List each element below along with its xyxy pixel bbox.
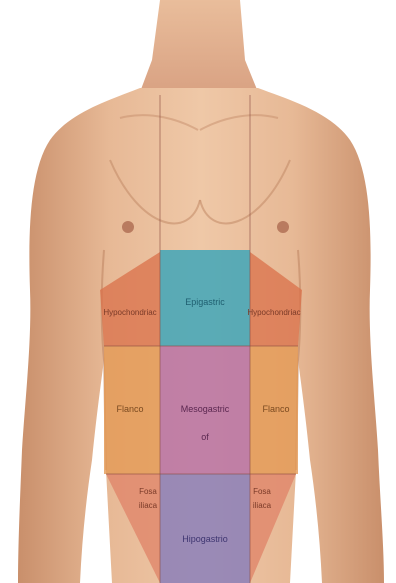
label-iliac-left-2: iliaca	[253, 501, 272, 510]
label-iliac-right-2: iliaca	[139, 501, 158, 510]
nipple-left	[277, 221, 289, 233]
label-umbilical-2: of	[201, 432, 209, 442]
label-iliac-left-1: Fosa	[253, 487, 271, 496]
label-hypochondriac-left: Hypochondriac	[247, 308, 300, 317]
region-hypogastric	[160, 474, 250, 583]
label-hypochondriac-right: Hypochondriac	[103, 308, 156, 317]
label-epigastric: Epigastric	[185, 297, 225, 307]
label-umbilical-1: Mesogastric	[181, 404, 230, 414]
nipple-right	[122, 221, 134, 233]
label-hypogastric: Hipogastrio	[182, 534, 228, 544]
label-iliac-right-1: Fosa	[139, 487, 157, 496]
label-flank-left: Flanco	[262, 404, 289, 414]
label-flank-right: Flanco	[116, 404, 143, 414]
